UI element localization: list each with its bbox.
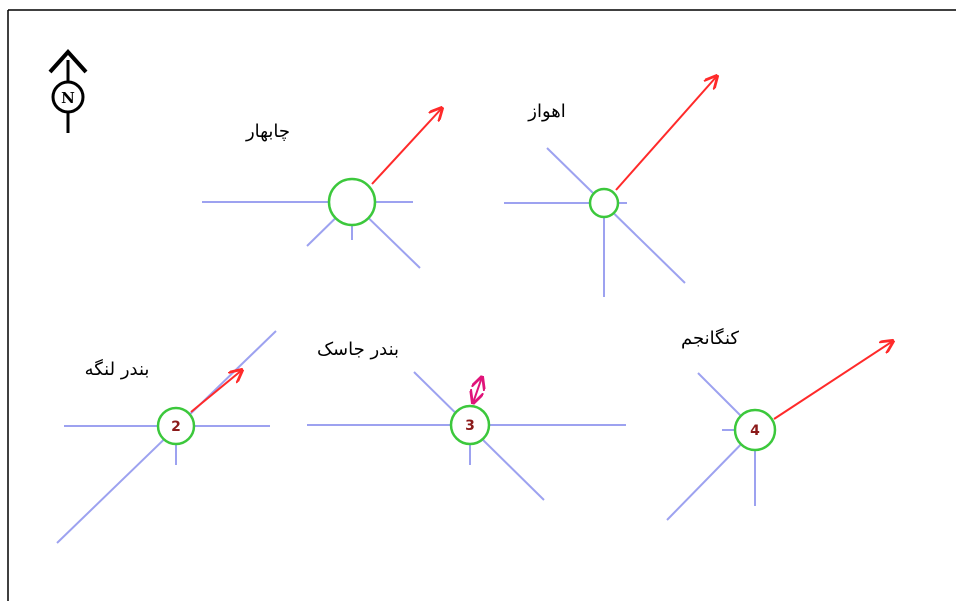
wind-vector-arrow <box>473 377 482 403</box>
frame <box>7 9 956 601</box>
station-label: اهواز <box>527 101 566 122</box>
station-ahvaz: اهواز <box>504 76 717 297</box>
station-label: بندر جاسک <box>317 339 399 360</box>
wind-vector-arrow <box>190 370 242 413</box>
north-letter: N <box>61 89 75 107</box>
station-number: 2 <box>171 419 181 435</box>
direction-ray <box>546 147 686 284</box>
station-circle <box>327 177 377 227</box>
station-kangan-jam: کنگانجم 4 <box>666 327 893 521</box>
station-label: کنگانجم <box>681 327 739 349</box>
station-label: چابهار <box>245 121 290 142</box>
station-bandar-lengeh: بندر لنگه 2 <box>56 330 277 544</box>
wind-vector-arrow <box>371 108 442 185</box>
north-arrow-icon: N <box>48 49 88 133</box>
station-circle <box>588 187 620 219</box>
station-chabahar: چابهار <box>202 108 442 269</box>
station-circle <box>156 406 196 446</box>
station-number: 3 <box>465 418 475 434</box>
wind-vector-arrow <box>615 76 717 191</box>
station-number: 4 <box>750 423 760 439</box>
station-circle <box>449 404 491 446</box>
station-bandar-jask: بندر جاسک 3 <box>307 339 626 501</box>
station-label: بندر لنگه <box>85 358 150 380</box>
station-circle <box>733 408 777 452</box>
wind-vector-arrow <box>773 341 893 420</box>
